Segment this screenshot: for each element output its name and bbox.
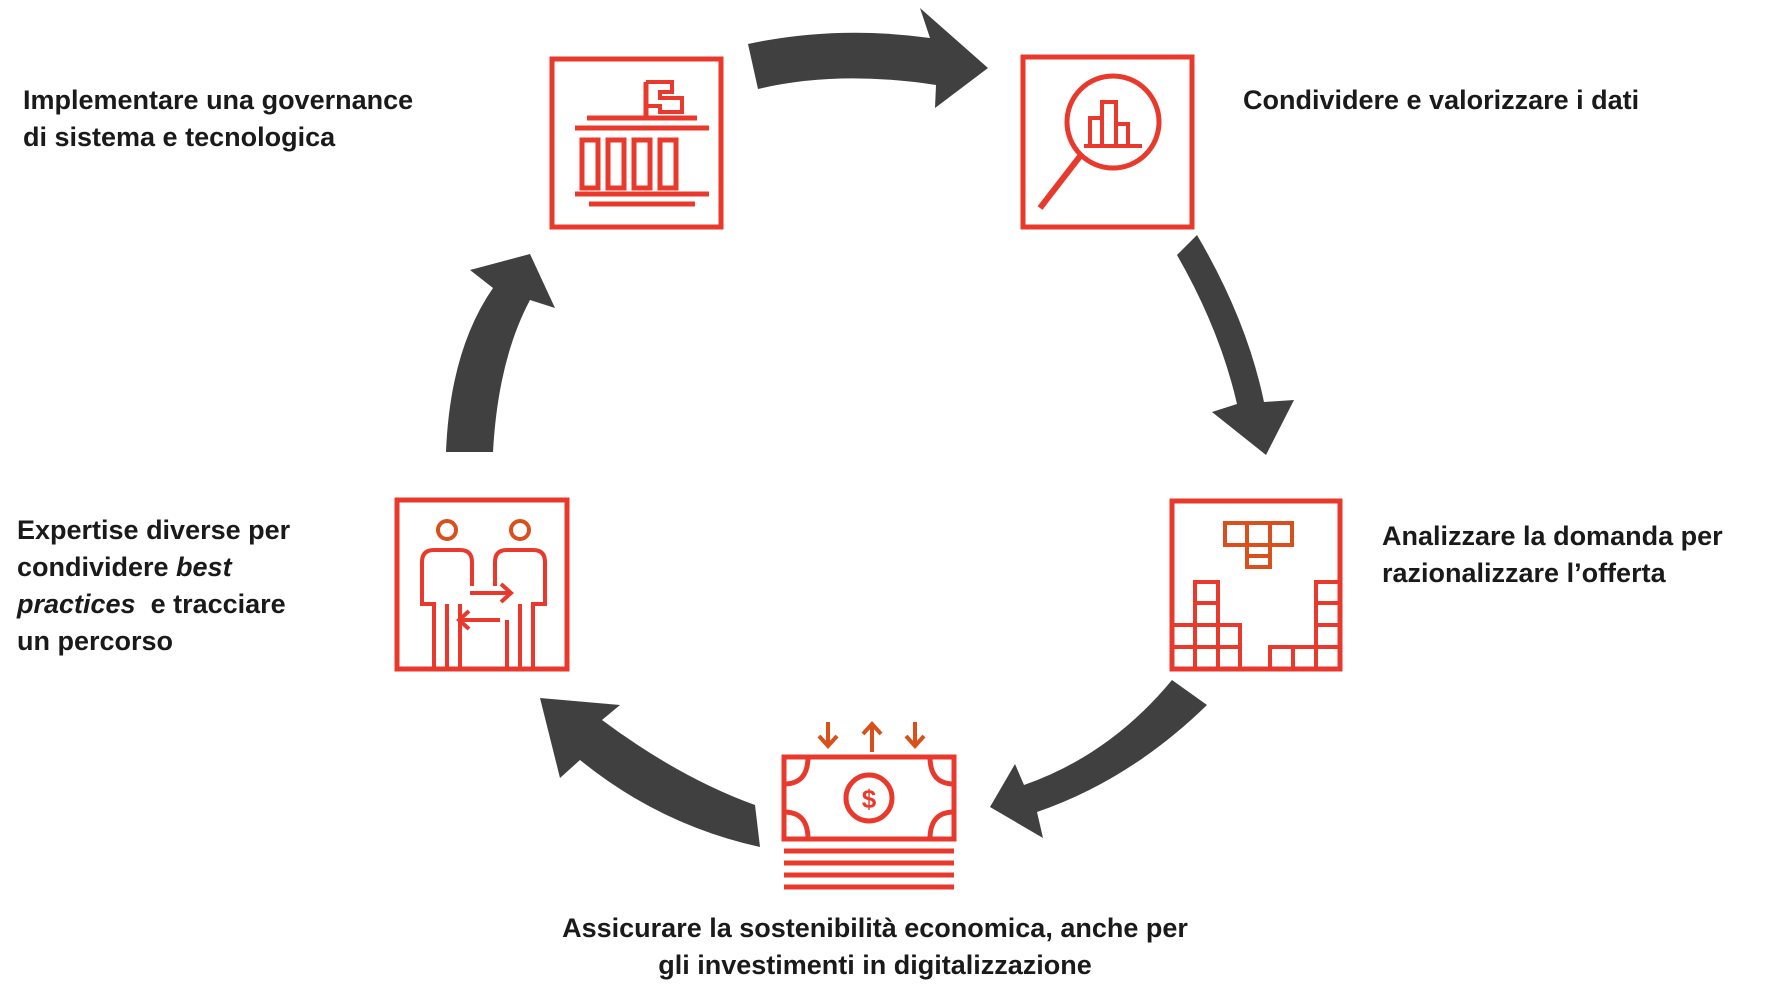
step-label-sustainability: Assicurare la sostenibilità economica, a… bbox=[0, 910, 1750, 984]
label-line: Expertise diverse per bbox=[17, 515, 291, 545]
step-label-demand: Analizzare la domanda per razionalizzare… bbox=[1382, 518, 1723, 592]
people-exchange-icon bbox=[394, 497, 570, 672]
label-line: Assicurare la sostenibilità economica, a… bbox=[562, 913, 1188, 943]
label-line: razionalizzare l’offerta bbox=[1382, 558, 1666, 588]
label-text: condividere bbox=[17, 552, 177, 582]
label-line: condividere best bbox=[17, 549, 290, 586]
step-label-expertise: Expertise diverse per condividere best p… bbox=[17, 512, 290, 660]
label-emphasis: best bbox=[176, 552, 232, 582]
label-line: practices e tracciare bbox=[17, 586, 290, 623]
svg-text:$: $ bbox=[862, 784, 877, 814]
label-line: di sistema e tecnologica bbox=[23, 122, 336, 152]
label-emphasis: practices bbox=[17, 589, 136, 619]
label-line: Implementare una governance bbox=[23, 85, 414, 115]
arrow-bottom-right bbox=[990, 680, 1207, 838]
label-text: e tracciare bbox=[135, 589, 286, 619]
arrow-bottom-left bbox=[540, 698, 760, 847]
label-line: Condividere e valorizzare i dati bbox=[1243, 85, 1640, 115]
label-line: gli investimenti in digitalizzazione bbox=[658, 950, 1092, 980]
arrow-top bbox=[748, 8, 988, 108]
demand-blocks-icon bbox=[1169, 498, 1343, 672]
arrow-left bbox=[446, 254, 555, 452]
label-line: Analizzare la domanda per bbox=[1382, 521, 1723, 551]
step-label-data: Condividere e valorizzare i dati bbox=[1243, 82, 1639, 119]
data-magnifier-chart-icon bbox=[1020, 54, 1195, 230]
label-line: un percorso bbox=[17, 626, 174, 656]
arrow-right bbox=[1177, 235, 1294, 455]
step-label-governance: Implementare una governance di sistema e… bbox=[23, 82, 413, 156]
money-banknote-icon: $ bbox=[781, 721, 957, 890]
governance-building-icon bbox=[549, 56, 724, 230]
